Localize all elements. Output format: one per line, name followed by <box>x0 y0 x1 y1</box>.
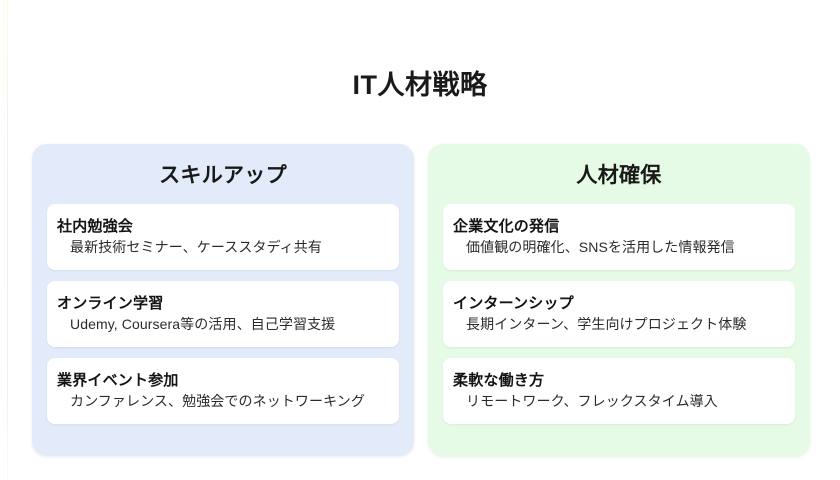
card-title: 社内勉強会 <box>57 217 134 235</box>
card-title: 柔軟な働き方 <box>453 371 545 389</box>
card-description: カンファレンス、勉強会でのネットワーキング <box>70 392 365 409</box>
card-list-skill-up: 社内勉強会 最新技術セミナー、ケーススタディ共有 オンライン学習 Udemy, … <box>47 204 399 441</box>
card-title: インターンシップ <box>453 294 574 312</box>
card-description: Udemy, Coursera等の活用、自己学習支援 <box>70 315 336 332</box>
panel-header-skill-up: スキルアップ <box>159 164 287 187</box>
card-list-talent-acquisition: 企業文化の発信 価値観の明確化、SNSを活用した情報発信 インターンシップ 長期… <box>443 204 795 441</box>
card-description: 長期インターン、学生向けプロジェクト体験 <box>466 315 747 332</box>
card-description: リモートワーク、フレックスタイム導入 <box>466 392 718 409</box>
panel-talent-acquisition: 人材確保 企業文化の発信 価値観の明確化、SNSを活用した情報発信 インターンシ… <box>428 144 810 456</box>
card-skill-up-1[interactable]: 社内勉強会 最新技術セミナー、ケーススタディ共有 <box>47 204 399 270</box>
card-description: 価値観の明確化、SNSを活用した情報発信 <box>466 238 735 255</box>
card-title: 業界イベント参加 <box>57 371 179 389</box>
card-description: 最新技術セミナー、ケーススタディ共有 <box>70 238 322 255</box>
panel-header-talent-acquisition: 人材確保 <box>576 164 662 187</box>
panel-skill-up: スキルアップ 社内勉強会 最新技術セミナー、ケーススタディ共有 オンライン学習 … <box>32 144 414 456</box>
card-talent-acquisition-2[interactable]: インターンシップ 長期インターン、学生向けプロジェクト体験 <box>443 281 795 347</box>
page-title: IT人材戦略 <box>352 70 488 100</box>
card-title: オンライン学習 <box>57 294 164 312</box>
card-talent-acquisition-3[interactable]: 柔軟な働き方 リモートワーク、フレックスタイム導入 <box>443 358 795 424</box>
panel-columns: スキルアップ 社内勉強会 最新技術セミナー、ケーススタディ共有 オンライン学習 … <box>32 144 810 456</box>
card-talent-acquisition-1[interactable]: 企業文化の発信 価値観の明確化、SNSを活用した情報発信 <box>443 204 795 270</box>
card-skill-up-3[interactable]: 業界イベント参加 カンファレンス、勉強会でのネットワーキング <box>47 358 399 424</box>
card-title: 企業文化の発信 <box>453 217 560 235</box>
card-skill-up-2[interactable]: オンライン学習 Udemy, Coursera等の活用、自己学習支援 <box>47 281 399 347</box>
